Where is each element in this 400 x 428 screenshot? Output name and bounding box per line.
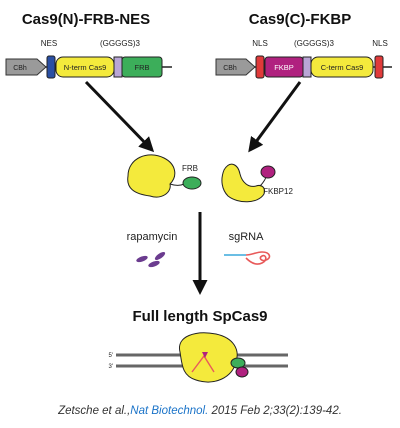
rapamycin-molecule (148, 260, 160, 268)
journal-link[interactable]: Nat Biotechnol. (130, 405, 209, 417)
left-construct-title: Cas9(N)-FRB-NES (22, 11, 150, 28)
c-term-cas9-shape (221, 163, 265, 203)
c-term-cas9-segment (310, 56, 374, 78)
full-cas9-shape (179, 332, 238, 383)
sgrna-label: sgRNA (229, 231, 265, 243)
frb-domain (182, 176, 202, 190)
caption-authors: Zetsche et al., (58, 405, 131, 417)
linker-segment-left (113, 56, 123, 78)
cbh-promoter-arrow-left (5, 58, 47, 76)
bound-frb-domain (230, 357, 246, 369)
nes-label: NES (41, 39, 57, 48)
nls-label-left: NLS (252, 39, 268, 48)
fkbp12-label: FKBP12 (263, 187, 293, 196)
n-term-cas9-shape (127, 154, 176, 198)
cbh-label-left: CBh (13, 65, 27, 72)
nls-segment-left (255, 55, 265, 79)
rapamycin-molecule (154, 251, 166, 261)
arrow-left-to-protein (84, 80, 155, 153)
citation-caption: Zetsche et al.,Nat Biotechnol. 2015 Feb … (0, 405, 400, 417)
linker-label-left: (GGGGS)3 (100, 39, 141, 48)
arrow-right-to-protein (248, 81, 302, 153)
caption-citation: 2015 Feb 2;33(2):139-42. (208, 405, 342, 417)
linker-label-right: (GGGGS)3 (294, 39, 335, 48)
left-construct: Cas9(N)-FRB-NES NES (GGGGS)3 CBh N-term … (5, 11, 172, 79)
frb-domain-label: FRB (182, 164, 198, 173)
bound-fkbp-domain (235, 366, 249, 378)
n-term-protein: FRB (127, 154, 202, 198)
rapamycin-molecules (136, 251, 166, 268)
fkbp-domain (260, 165, 276, 179)
dna-3-label: 3' (109, 364, 113, 370)
n-term-linker (169, 183, 185, 186)
nls-segment-right (374, 55, 384, 79)
dna-5-label: 5' (109, 353, 113, 359)
right-construct: Cas9(C)-FKBP NLS (GGGGS)3 NLS CBh FKBP C… (215, 11, 392, 79)
sgrna-scaffold (245, 251, 271, 265)
linker-segment-right (302, 56, 312, 78)
nes-segment (46, 55, 56, 79)
rapamycin-molecule (136, 255, 148, 263)
cbh-promoter-arrow-right (215, 58, 256, 76)
right-construct-title: Cas9(C)-FKBP (249, 11, 352, 28)
rapamycin-label: rapamycin (127, 231, 178, 243)
nls-label-right: NLS (372, 39, 388, 48)
sgrna-icon (224, 251, 271, 265)
active-site-marker (202, 352, 208, 358)
cbh-label-right: CBh (223, 65, 237, 72)
c-term-cas9-label: C-term Cas9 (321, 63, 364, 72)
full-length-complex: 5' 3' (109, 332, 288, 383)
c-term-protein: FKBP12 (221, 163, 293, 203)
full-length-title: Full length SpCas9 (132, 308, 267, 325)
fkbp-segment-label: FKBP (274, 63, 294, 72)
n-term-cas9-label: N-term Cas9 (64, 63, 107, 72)
frb-segment (121, 56, 163, 78)
frb-segment-label: FRB (135, 63, 150, 72)
